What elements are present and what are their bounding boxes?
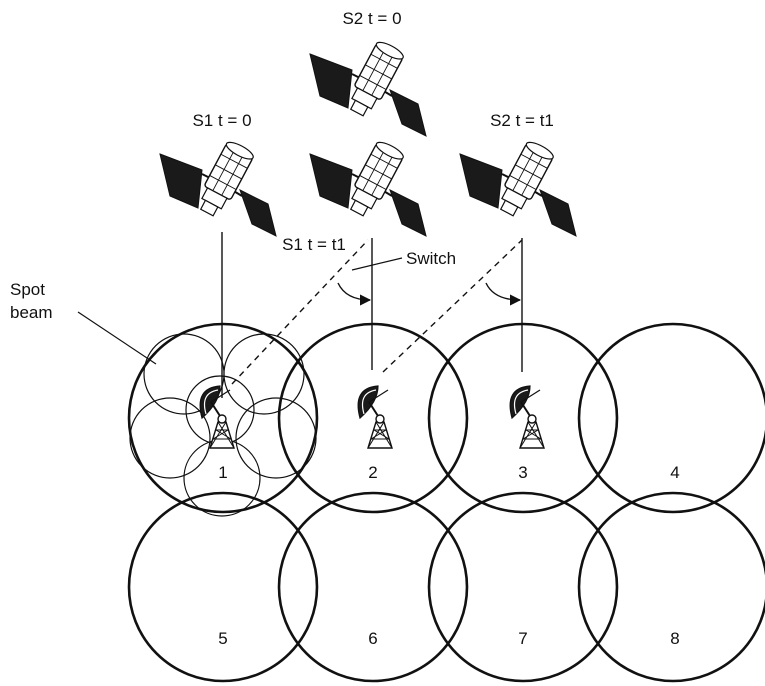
cell-circle-8 [577,491,765,683]
label-switch: Switch [406,249,456,268]
switch-links [231,239,523,385]
cell-number: 1 [218,463,227,482]
cell-circle-6 [277,491,469,683]
satellite-dish-antenna-icon [199,385,235,449]
spot-beam-leader [77,311,157,365]
switch-arrows [337,282,522,306]
cell-circle-4 [577,322,765,514]
label-s1-t1: S1 t = t1 [282,235,346,254]
cell-circle-1 [127,322,319,514]
cell-number: 2 [368,463,377,482]
cell-number: 7 [518,629,527,648]
coverage-cells [127,322,765,683]
cell-circle-7 [427,491,619,683]
spot-beam [129,397,211,479]
cell-circle-3 [427,322,619,514]
link-cell1-to-s1-t1 [231,239,369,385]
cell-number: 3 [518,463,527,482]
label-s2-t1: S2 t = t1 [490,111,554,130]
nadir-lines [221,232,523,398]
label-s2-t0: S2 t = 0 [342,9,401,28]
satellite-icon [159,138,277,237]
label-beam: beam [10,303,53,322]
satellite-icon [459,138,577,237]
label-s1-t0: S1 t = 0 [192,111,251,130]
switch-leader [351,257,403,271]
satellite-icon [309,38,427,137]
switch-arrow [337,282,372,306]
switch-arrow [485,282,522,306]
cell-circle-5 [127,491,319,683]
cell-number: 6 [368,629,377,648]
satellite-dish-antenna-icon [509,385,545,449]
spot-beam [235,397,317,479]
cell-circle-2 [277,322,469,514]
cell-number: 8 [670,629,679,648]
link-cell2-to-s2-t1 [382,239,523,373]
cell-number: 4 [670,463,679,482]
satellite-dish-antenna-icon [357,385,393,449]
spot-beam [223,333,305,415]
cell-number: 5 [218,629,227,648]
label-spot: Spot [10,280,45,299]
satellite-icon [309,138,427,237]
